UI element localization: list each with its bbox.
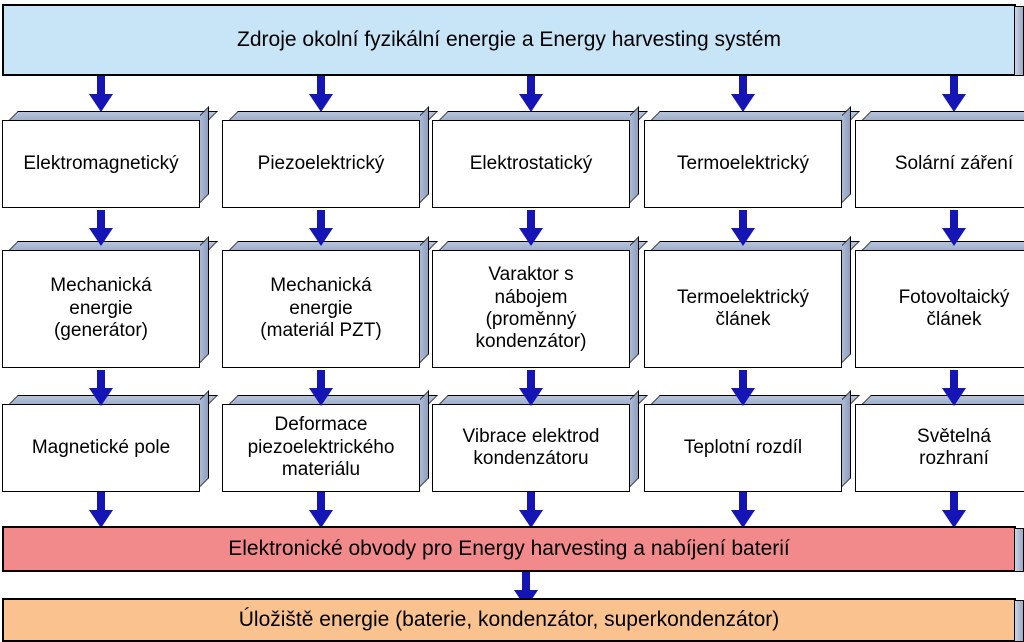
arrow-down-icon — [519, 76, 543, 112]
box-source-5: Světelná rozhraní — [855, 404, 1024, 492]
top-banner-label: Zdroje okolní fyzikální energie a Energy… — [237, 28, 781, 51]
box-converter-1: Mechanická energie (generátor) — [2, 250, 200, 368]
box-label: Termoelektrický článek — [677, 286, 809, 330]
top-banner-side — [1015, 6, 1024, 76]
box-source-2: Deformace piezoelektrického materiálu — [222, 404, 420, 492]
arrow-down-icon — [309, 210, 333, 246]
box-label: Teplotní rozdíl — [683, 436, 803, 458]
bottom-banner-side — [1015, 600, 1024, 642]
arrow-down-icon — [731, 76, 755, 112]
box-label: Elektrostatický — [469, 152, 593, 174]
bottom-banner: Úložiště energie (baterie, kondenzátor, … — [2, 598, 1024, 642]
box-label: Termoelektrický — [677, 152, 809, 174]
box-label: Varaktor s nábojem (proměnný kondenzátor… — [475, 264, 587, 353]
box-label: Solární záření — [894, 152, 1014, 174]
box-type-2: Piezoelektrický — [222, 120, 420, 208]
box-converter-3: Varaktor s nábojem (proměnný kondenzátor… — [432, 250, 630, 368]
box-source-4: Teplotní rozdíl — [644, 404, 842, 492]
box-converter-5: Fotovoltaický článek — [855, 250, 1024, 368]
box-type-3: Elektrostatický — [432, 120, 630, 208]
arrow-down-icon — [942, 370, 966, 406]
box-converter-4: Termoelektrický článek — [644, 250, 842, 368]
box-label: Mechanická energie (generátor) — [50, 275, 152, 342]
arrow-down-icon — [89, 210, 113, 246]
arrow-down-icon — [731, 492, 755, 528]
box-type-5: Solární záření — [855, 120, 1024, 208]
arrow-down-icon — [942, 210, 966, 246]
arrow-down-icon — [519, 492, 543, 528]
box-type-4: Termoelektrický — [644, 120, 842, 208]
box-label: Světelná rozhraní — [917, 425, 991, 469]
box-label: Mechanická energie (materiál PZT) — [260, 275, 382, 342]
middle-banner-side — [1015, 528, 1024, 572]
arrow-down-icon — [89, 76, 113, 112]
box-label: Vibrace elektrod kondenzátoru — [462, 425, 600, 469]
top-banner: Zdroje okolní fyzikální energie a Energy… — [2, 4, 1024, 76]
box-label: Piezoelektrický — [257, 152, 385, 174]
arrow-down-icon — [309, 76, 333, 112]
arrow-down-icon — [89, 492, 113, 528]
arrow-down-icon — [731, 210, 755, 246]
box-type-1: Elektromagnetický — [2, 120, 200, 208]
bottom-banner-label: Úložiště energie (baterie, kondenzátor, … — [238, 608, 780, 631]
middle-banner: Elektronické obvody pro Energy harvestin… — [2, 526, 1024, 572]
arrow-down-icon — [519, 370, 543, 406]
arrow-down-icon — [519, 210, 543, 246]
box-source-3: Vibrace elektrod kondenzátoru — [432, 404, 630, 492]
box-label: Fotovoltaický článek — [898, 286, 1010, 330]
box-label: Deformace piezoelektrického materiálu — [247, 414, 395, 481]
arrow-down-icon — [942, 76, 966, 112]
box-converter-2: Mechanická energie (materiál PZT) — [222, 250, 420, 368]
box-label: Magnetické pole — [31, 436, 171, 458]
box-source-1: Magnetické pole — [2, 404, 200, 492]
middle-banner-label: Elektronické obvody pro Energy harvestin… — [228, 537, 790, 560]
arrow-down-icon — [731, 370, 755, 406]
box-label: Elektromagnetický — [23, 152, 179, 174]
arrow-down-icon — [89, 370, 113, 406]
arrow-down-icon — [309, 370, 333, 406]
arrow-down-icon — [942, 492, 966, 528]
arrow-down-icon — [309, 492, 333, 528]
